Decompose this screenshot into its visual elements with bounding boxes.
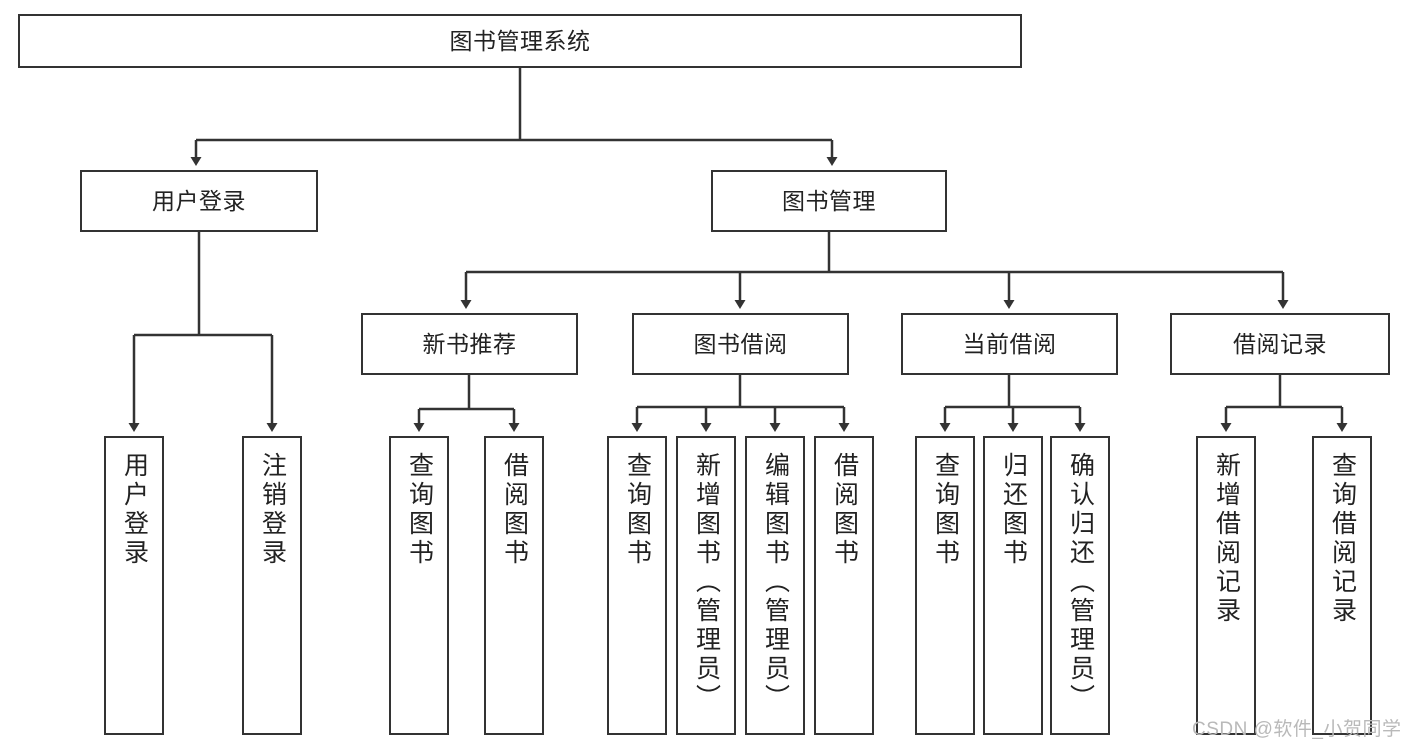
node-level2-2[interactable]: 图书管理 [711, 170, 947, 232]
node-leaf-11-label: 确认归还（管理员） [1066, 452, 1095, 713]
node-leaf-10-label: 归还图书 [999, 452, 1028, 568]
node-leaf-2-label: 注销登录 [258, 452, 287, 568]
node-leaf-13-label: 查询借阅记录 [1328, 452, 1357, 626]
node-leaf-3[interactable]: 查询图书 [389, 436, 449, 735]
node-leaf-4[interactable]: 借阅图书 [484, 436, 544, 735]
node-leaf-1[interactable]: 用户登录 [104, 436, 164, 735]
node-leaf-3-label: 查询图书 [405, 452, 434, 568]
node-leaf-9[interactable]: 查询图书 [915, 436, 975, 735]
node-level2-1-label: 用户登录 [152, 187, 246, 214]
node-level3-1[interactable]: 新书推荐 [361, 313, 578, 375]
node-leaf-7-label: 编辑图书（管理员） [761, 452, 790, 713]
node-level3-3-label: 当前借阅 [962, 330, 1057, 357]
node-level3-3[interactable]: 当前借阅 [901, 313, 1118, 375]
node-leaf-1-label: 用户登录 [120, 452, 149, 568]
node-leaf-11[interactable]: 确认归还（管理员） [1050, 436, 1110, 735]
node-leaf-9-label: 查询图书 [931, 452, 960, 568]
node-level2-2-label: 图书管理 [782, 187, 876, 214]
node-root[interactable]: 图书管理系统 [18, 14, 1022, 68]
node-leaf-5-label: 查询图书 [623, 452, 652, 568]
node-leaf-6[interactable]: 新增图书（管理员） [676, 436, 736, 735]
node-leaf-4-label: 借阅图书 [500, 452, 529, 568]
node-leaf-13[interactable]: 查询借阅记录 [1312, 436, 1372, 735]
node-level3-2[interactable]: 图书借阅 [632, 313, 849, 375]
node-leaf-2[interactable]: 注销登录 [242, 436, 302, 735]
watermark: CSDN @软件_小贺同学 [1192, 719, 1402, 740]
node-level3-2-label: 图书借阅 [693, 330, 788, 357]
node-leaf-5[interactable]: 查询图书 [607, 436, 667, 735]
node-leaf-12[interactable]: 新增借阅记录 [1196, 436, 1256, 735]
node-leaf-12-label: 新增借阅记录 [1212, 452, 1241, 626]
node-leaf-10[interactable]: 归还图书 [983, 436, 1043, 735]
node-leaf-7[interactable]: 编辑图书（管理员） [745, 436, 805, 735]
node-level3-1-label: 新书推荐 [422, 330, 517, 357]
node-level3-4[interactable]: 借阅记录 [1170, 313, 1390, 375]
node-leaf-6-label: 新增图书（管理员） [692, 452, 721, 713]
node-level2-1[interactable]: 用户登录 [80, 170, 318, 232]
node-leaf-8-label: 借阅图书 [830, 452, 859, 568]
node-root-label: 图书管理系统 [449, 27, 591, 54]
node-level3-4-label: 借阅记录 [1233, 330, 1327, 357]
node-leaf-8[interactable]: 借阅图书 [814, 436, 874, 735]
